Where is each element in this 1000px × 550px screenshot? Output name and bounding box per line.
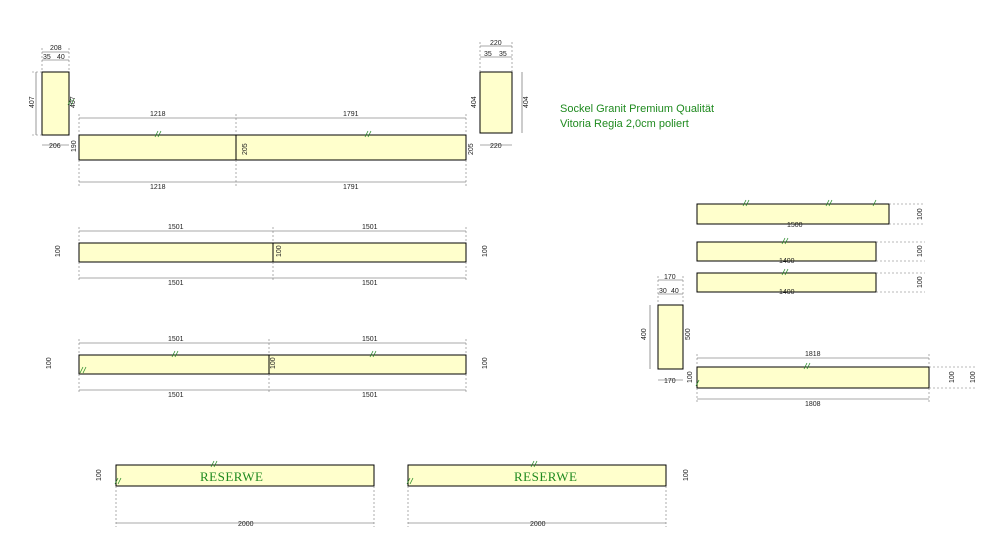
dim-text: 208 <box>50 45 62 52</box>
dim-text: 40 <box>671 288 679 295</box>
dim-text: 1501 <box>362 280 378 287</box>
dim-text: 1500 <box>787 222 803 229</box>
dim-text: 400 <box>641 328 648 340</box>
dim-text: 1501 <box>362 392 378 399</box>
dim-text: 500 <box>685 328 692 340</box>
row-2: 1501 1501 100 100 100 1501 1501 <box>55 224 489 287</box>
dim-text: 404 <box>471 96 478 108</box>
dim-text: 1501 <box>168 392 184 399</box>
dim-text: 35 <box>499 51 507 58</box>
dim-text: 1501 <box>168 336 184 343</box>
dim-text: 100 <box>949 371 956 383</box>
dim-text: 100 <box>46 357 53 369</box>
reserve-label: RESERWE <box>200 469 263 484</box>
dim-text: 100 <box>96 469 103 481</box>
dim-text: 100 <box>482 245 489 257</box>
dim-text: 220 <box>490 143 502 150</box>
dim-text: 190 <box>71 140 78 152</box>
bottom-strip: 1818 100 100 100 1808 <box>687 351 977 408</box>
dim-text: 407 <box>29 96 36 108</box>
dim-text: 1400 <box>779 258 795 265</box>
reserve-piece-2: RESERWE 100 2000 <box>406 460 690 528</box>
dim-text: 407 <box>70 96 77 108</box>
dim-text: 205 <box>468 143 475 155</box>
dim-text: 1501 <box>168 224 184 231</box>
strip-3: 1400 100 <box>696 268 925 296</box>
dim-text: 35 <box>484 51 492 58</box>
dim-text: 30 <box>659 288 667 295</box>
dim-text: 206 <box>49 143 61 150</box>
dim-text: 1791 <box>343 184 359 191</box>
note-line-1: Sockel Granit Premium Qualität <box>560 103 714 115</box>
note-line-2: Vitoria Regia 2,0cm poliert <box>560 118 689 130</box>
dim-text: 1501 <box>362 224 378 231</box>
dim-text: 2000 <box>238 521 254 528</box>
dim-text: 1218 <box>150 111 166 118</box>
dim-text: 35 <box>43 54 51 61</box>
dim-text: 404 <box>523 96 530 108</box>
dim-text: 100 <box>55 245 62 257</box>
dim-text: 1501 <box>362 336 378 343</box>
dim-text: 100 <box>917 208 924 220</box>
row-1: 1218 1791 190 205 205 1218 1791 <box>71 111 475 191</box>
dim-text: 1808 <box>805 401 821 408</box>
dim-text: 100 <box>270 357 277 369</box>
dim-text: 1400 <box>779 289 795 296</box>
strip-1: 1500 100 <box>696 199 925 229</box>
reserve-piece-1: RESERWE 100 2000 <box>96 460 375 528</box>
dim-text: 100 <box>917 276 924 288</box>
vertical-block: 170 30 40 400 500 170 <box>641 274 692 385</box>
dim-text: 100 <box>687 371 694 383</box>
dim-text: 100 <box>683 469 690 481</box>
dim-text: 100 <box>970 371 977 383</box>
dim-text: 1791 <box>343 111 359 118</box>
dim-text: 170 <box>664 274 676 281</box>
dim-text: 170 <box>664 378 676 385</box>
dim-text: 100 <box>276 245 283 257</box>
dim-text: 100 <box>482 357 489 369</box>
dim-text: 1218 <box>150 184 166 191</box>
piece-corner-right: 220 35 35 404 404 220 <box>471 40 530 150</box>
dim-text: 1818 <box>805 351 821 358</box>
dim-text: 100 <box>917 245 924 257</box>
strip-2: 1400 100 <box>696 237 925 265</box>
dim-text: 205 <box>242 143 249 155</box>
dim-text: 40 <box>57 54 65 61</box>
reserve-label: RESERWE <box>514 469 577 484</box>
dim-text: 220 <box>490 40 502 47</box>
row-3: 1501 1501 100 100 100 1501 1501 <box>46 336 489 399</box>
dim-text: 1501 <box>168 280 184 287</box>
piece-corner-left: 208 35 40 407 407 206 <box>29 45 77 150</box>
dim-text: 2000 <box>530 521 546 528</box>
